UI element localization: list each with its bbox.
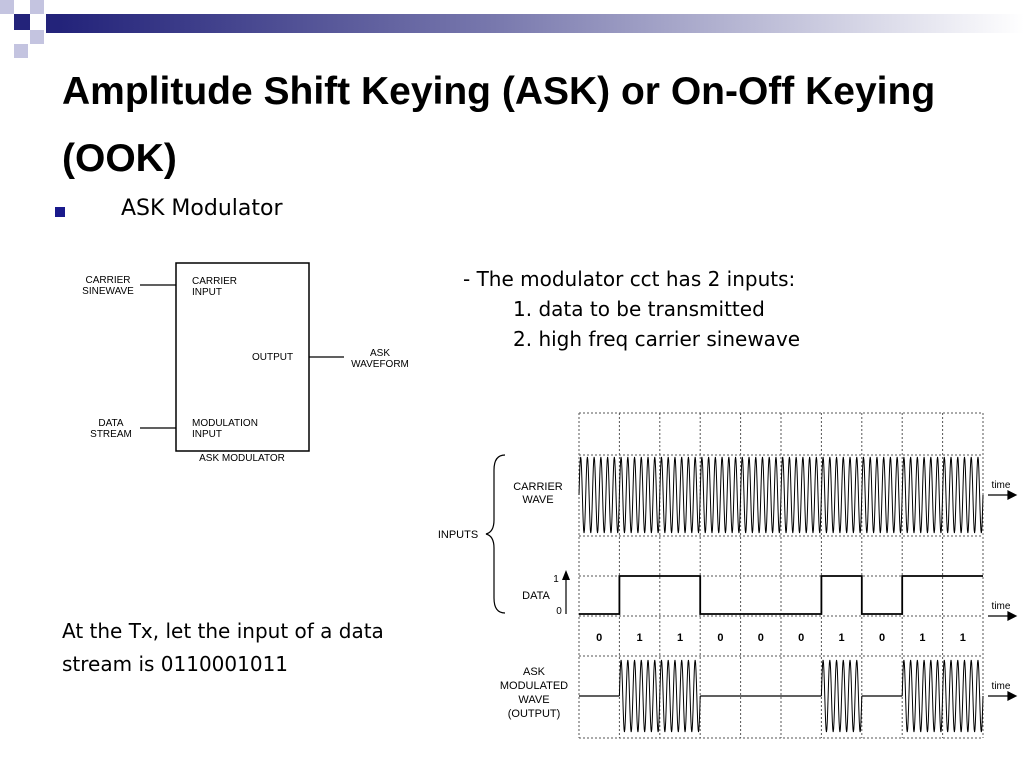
note-line: 2. high freq carrier sinewave <box>513 327 801 351</box>
timing-grid <box>578 412 984 739</box>
ask-waveform-label: ASK <box>370 348 390 359</box>
bit-label: 0 <box>596 632 602 644</box>
carrier-wave-label: WAVE <box>522 494 553 506</box>
data-stream-label: STREAM <box>90 429 132 440</box>
ask-burst <box>901 659 944 733</box>
bit-label: 1 <box>960 632 966 644</box>
carrier-input-label: INPUT <box>192 287 222 298</box>
time-label-data: time <box>992 601 1011 612</box>
inputs-brace <box>485 454 506 614</box>
carrier-input-label: CARRIER <box>192 276 237 287</box>
carrier-sinewave-label: CARRIER <box>85 275 130 286</box>
note-line: 1. data to be transmitted <box>513 297 765 321</box>
modulation-input-label: MODULATION <box>192 418 258 429</box>
carrier-sinewave <box>578 456 984 534</box>
data-stream-statement: At the Tx, let the input of a data strea… <box>62 619 384 676</box>
data-level-low: 0 <box>556 606 562 617</box>
bullet-square-icon <box>55 207 65 217</box>
bit-label: 0 <box>717 632 723 644</box>
bit-label: 1 <box>677 632 683 644</box>
ask-timing-diagram: 0 1 1 0 0 0 1 0 1 1 INPUTS CARRIER WAVE DATA 1 0 … <box>438 412 1018 739</box>
ask-output-label: WAVE <box>518 694 549 706</box>
ask-output-label: (OUTPUT) <box>508 708 561 720</box>
data-label: DATA <box>522 590 550 602</box>
ask-burst <box>942 659 984 733</box>
data-level-high: 1 <box>553 574 559 585</box>
slide-title: Amplitude Shift Keying (ASK) or On-Off K… <box>62 70 936 180</box>
ask-burst <box>659 659 701 733</box>
time-arrowhead <box>1007 611 1018 621</box>
ask-output-waveform <box>579 659 984 733</box>
time-arrowhead <box>1007 490 1018 500</box>
ask-output-label: MODULATED <box>500 680 568 692</box>
carrier-wave-label: CARRIER <box>513 481 563 493</box>
time-arrowhead <box>1007 691 1018 701</box>
bit-label: 0 <box>798 632 804 644</box>
output-label: OUTPUT <box>252 352 293 363</box>
ask-modulator-block-diagram: CARRIER SINEWAVE CARRIER INPUT OUTPUT AS… <box>82 262 409 464</box>
carrier-sinewave-label: SINEWAVE <box>82 286 134 297</box>
bit-labels: 0 1 1 0 0 0 1 0 1 1 <box>596 632 966 644</box>
data-square-wave <box>579 575 983 615</box>
bit-label: 1 <box>637 632 643 644</box>
data-waveform <box>579 575 983 615</box>
ask-modulator-caption: ASK MODULATOR <box>199 453 285 464</box>
modulation-input-label: INPUT <box>192 429 222 440</box>
bullet-ask-modulator: ASK Modulator <box>121 196 283 221</box>
ask-burst <box>820 659 863 733</box>
bit-label: 0 <box>758 632 764 644</box>
note-line: - The modulator cct has 2 inputs: <box>463 267 796 291</box>
bit-label: 0 <box>879 632 885 644</box>
time-label-carrier: time <box>992 480 1011 491</box>
carrier-waveform <box>578 456 984 534</box>
header-decoration <box>0 0 1024 58</box>
data-stream-label: DATA <box>98 418 124 429</box>
data-axis-arrowhead <box>562 570 570 580</box>
ask-burst <box>618 659 661 733</box>
ask-waveform-label: WAVEFORM <box>351 359 409 370</box>
time-label-output: time <box>992 681 1011 692</box>
bit-label: 1 <box>919 632 925 644</box>
ask-output-label: ASK <box>523 666 546 678</box>
inputs-label: INPUTS <box>438 529 478 541</box>
modulator-notes: - The modulator cct has 2 inputs: 1. dat… <box>463 264 800 354</box>
bit-label: 1 <box>839 632 845 644</box>
